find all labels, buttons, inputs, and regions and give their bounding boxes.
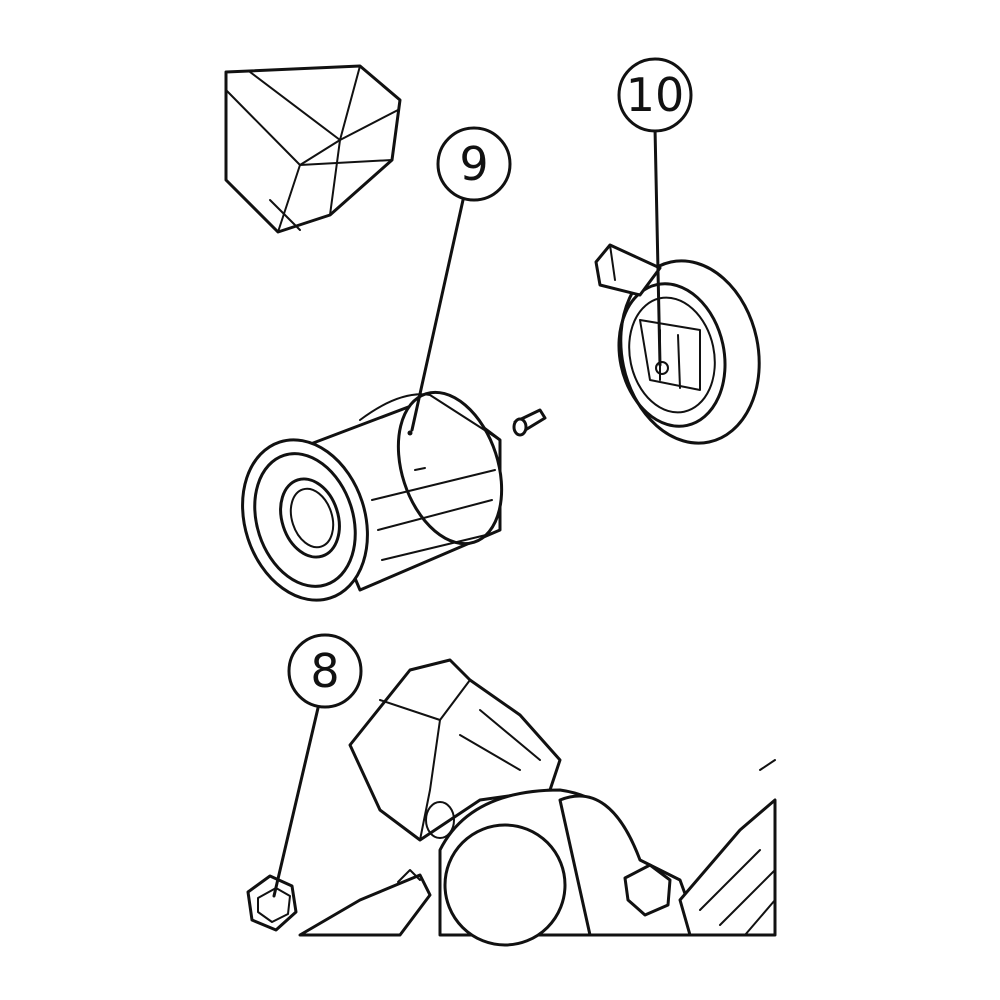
callout-10: 10 [617,57,693,133]
leader-line-8 [272,706,320,898]
callout-9-label: 9 [459,137,488,191]
bottom-main-housing [298,658,777,947]
leader-line-10 [653,126,662,367]
screw [512,408,547,437]
part-10-ring-cap [594,243,761,445]
top-left-part [224,64,402,234]
part-9-cylinder [241,390,504,602]
part-8-nut [246,874,298,932]
callout-8: 8 [287,633,363,709]
callout-10-label: 10 [626,68,685,122]
callout-9: 9 [436,126,512,202]
leader-line-9 [410,198,465,432]
callout-8-label: 8 [310,644,339,698]
